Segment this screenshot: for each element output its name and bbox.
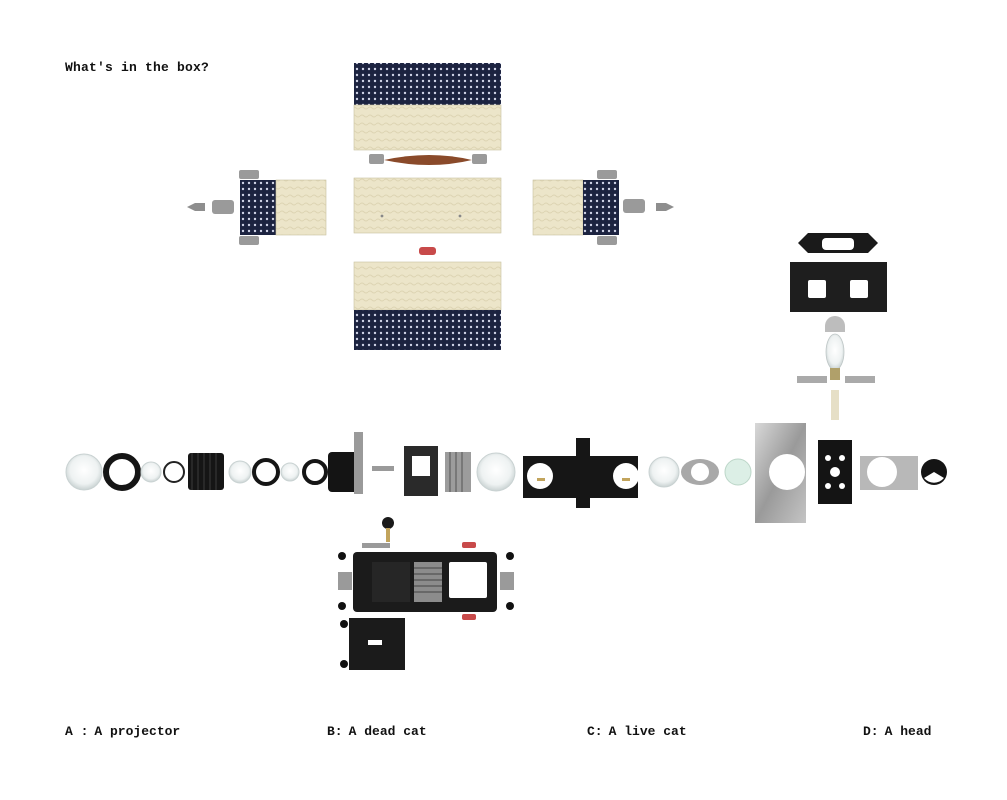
option-c-text: A live cat — [608, 724, 687, 739]
option-b[interactable]: B: A dead cat — [327, 724, 427, 739]
slide-carrier-assembly — [338, 517, 514, 670]
option-a[interactable]: A : A projector — [65, 724, 180, 739]
left-end-panel — [175, 170, 327, 245]
lamp-assembly — [790, 233, 887, 420]
option-b-letter: B: — [327, 724, 343, 739]
option-a-letter: A : — [65, 724, 89, 739]
option-b-text: A dead cat — [348, 724, 427, 739]
option-d-text: A head — [884, 724, 932, 739]
red-latch — [419, 247, 436, 255]
carry-handle — [369, 154, 487, 165]
optical-train — [65, 423, 947, 523]
side-panel-center — [353, 177, 502, 234]
question-title: What's in the box? — [65, 60, 210, 75]
option-c-letter: C: — [587, 724, 603, 739]
option-c[interactable]: C: A live cat — [587, 724, 687, 739]
right-end-panel — [532, 170, 686, 245]
option-d[interactable]: D: A head — [863, 724, 931, 739]
lid-panel — [353, 63, 502, 151]
option-d-letter: D: — [863, 724, 879, 739]
box-case-group — [175, 63, 686, 350]
base-panel — [353, 261, 502, 350]
option-a-text: A projector — [94, 724, 181, 739]
